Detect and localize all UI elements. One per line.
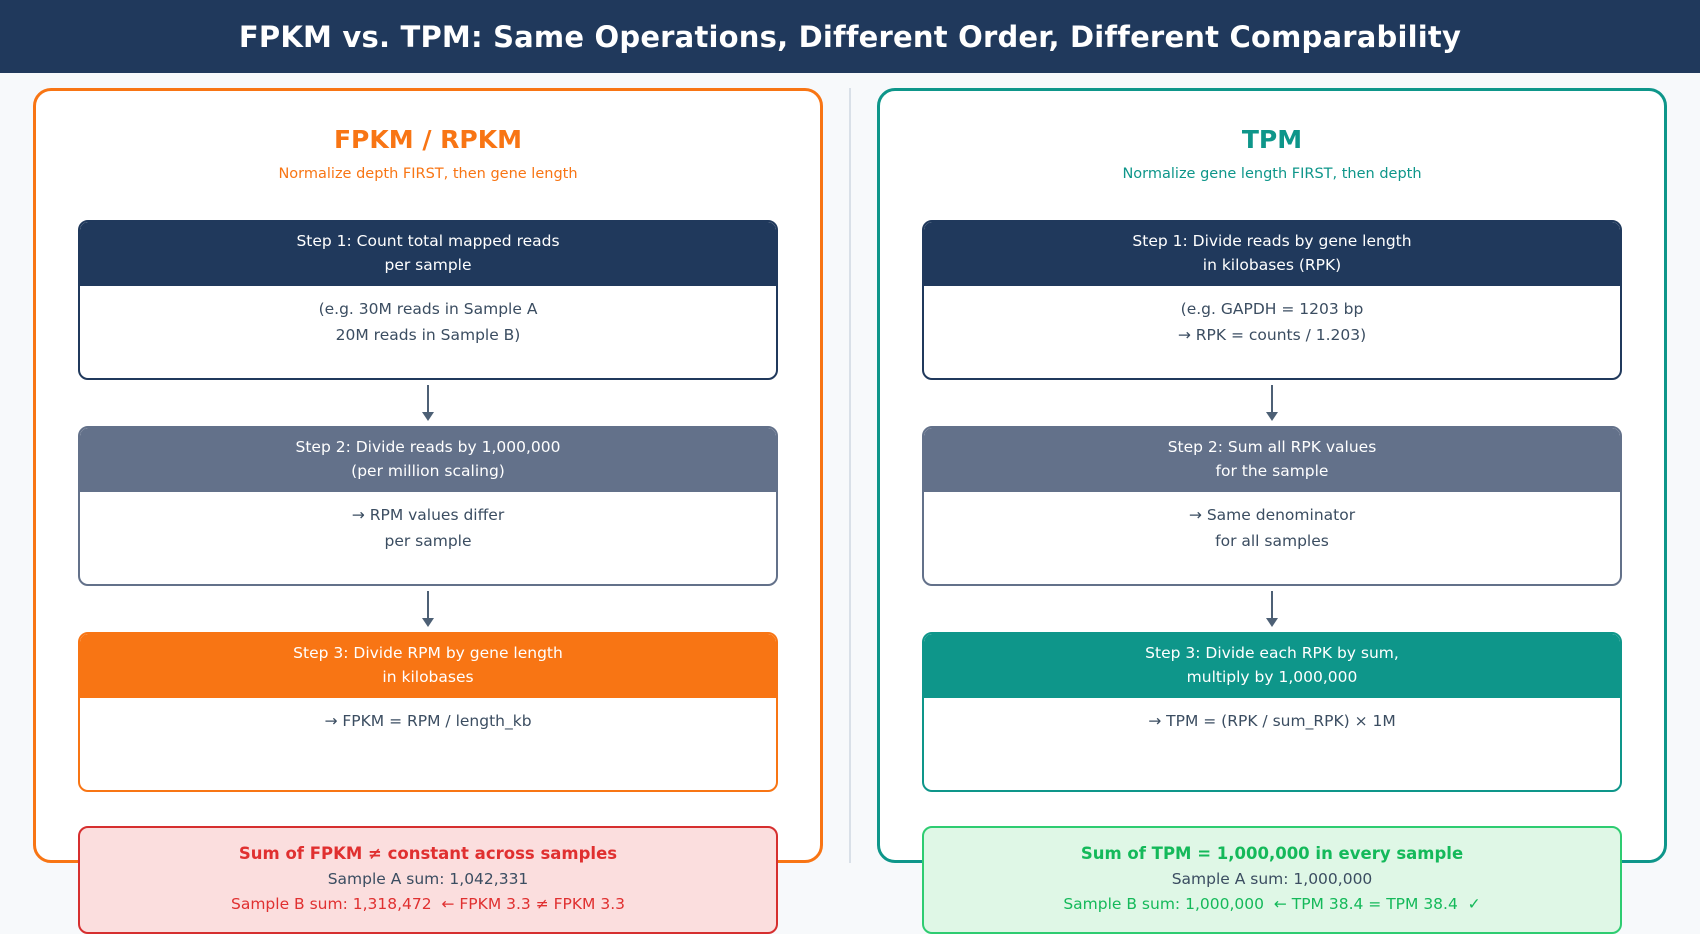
tpm-step1-body-line2: → RPK = counts / 1.203) (1177, 326, 1367, 344)
panel-tpm-flow: Step 1: Divide reads by gene length in k… (922, 220, 1622, 934)
panel-fpkm-title: FPKM / RPKM (333, 125, 522, 154)
fpkm-step1-body-line1: (e.g. 30M reads in Sample A (318, 300, 538, 318)
fpkm-step2-body-line1: → RPM values differ (351, 506, 505, 524)
fpkm-result-box: Sum of FPKM ≠ constant across samples Sa… (78, 826, 778, 934)
tpm-step1-body-line1: (e.g. GAPDH = 1203 bp (1180, 300, 1364, 318)
fpkm-step3-header-line2: in kilobases (382, 668, 474, 686)
title-bar: FPKM vs. TPM: Same Operations, Different… (0, 0, 1700, 73)
page-title: FPKM vs. TPM: Same Operations, Different… (238, 19, 1462, 54)
fpkm-result-line2: Sample B sum: 1,318,472 ← FPKM 3.3 ≠ FPK… (230, 895, 625, 913)
tpm-step1-body: (e.g. GAPDH = 1203 bp → RPK = counts / 1… (924, 286, 1620, 378)
fpkm-step1-header-line1: Step 1: Count total mapped reads (296, 232, 560, 250)
tpm-step1-header-line1: Step 1: Divide reads by gene length (1132, 232, 1412, 250)
panel-tpm-title: TPM (1241, 125, 1303, 154)
fpkm-step3-body-line1: → FPKM = RPM / length_kb (324, 712, 532, 730)
tpm-step3-body: → TPM = (RPK / sum_RPK) × 1M (924, 698, 1620, 790)
tpm-result-title: Sum of TPM = 1,000,000 in every sample (1080, 844, 1464, 863)
fpkm-step2-header: Step 2: Divide reads by 1,000,000 (per m… (80, 428, 776, 492)
fpkm-step1-body: (e.g. 30M reads in Sample A 20M reads in… (80, 286, 776, 378)
fpkm-step2-body-line2: per sample (384, 532, 472, 550)
arrow-down-icon (78, 586, 778, 632)
arrow-down-icon (922, 586, 1622, 632)
tpm-step3-header-line2: multiply by 1,000,000 (1186, 668, 1358, 686)
tpm-step2-body: → Same denominator for all samples (924, 492, 1620, 584)
fpkm-step3-header: Step 3: Divide RPM by gene length in kil… (80, 634, 776, 698)
arrow-down-icon (922, 380, 1622, 426)
tpm-step2-header-line1: Step 2: Sum all RPK values (1167, 438, 1377, 456)
tpm-step1-header: Step 1: Divide reads by gene length in k… (924, 222, 1620, 286)
tpm-step2-card: Step 2: Sum all RPK values for the sampl… (922, 426, 1622, 586)
tpm-step2-body-line1: → Same denominator (1188, 506, 1356, 524)
panel-tpm-subtitle: Normalize gene length FIRST, then depth (1122, 166, 1422, 182)
tpm-result-box: Sum of TPM = 1,000,000 in every sample S… (922, 826, 1622, 934)
fpkm-step2-card: Step 2: Divide reads by 1,000,000 (per m… (78, 426, 778, 586)
tpm-step3-card: Step 3: Divide each RPK by sum, multiply… (922, 632, 1622, 792)
panel-fpkm: FPKM / RPKM Normalize depth FIRST, then … (33, 88, 823, 934)
fpkm-step1-card: Step 1: Count total mapped reads per sam… (78, 220, 778, 380)
arrow-down-icon (78, 380, 778, 426)
tpm-step1-card: Step 1: Divide reads by gene length in k… (922, 220, 1622, 380)
fpkm-step1-header-line2: per sample (384, 256, 472, 274)
panel-fpkm-flow: Step 1: Count total mapped reads per sam… (78, 220, 778, 934)
tpm-step2-header: Step 2: Sum all RPK values for the sampl… (924, 428, 1620, 492)
content-area: FPKM / RPKM Normalize depth FIRST, then … (0, 73, 1700, 934)
tpm-step1-header-line2: in kilobases (RPK) (1202, 256, 1342, 274)
fpkm-step2-header-line2: (per million scaling) (351, 462, 505, 480)
tpm-step3-body-line1: → TPM = (RPK / sum_RPK) × 1M (1148, 712, 1396, 730)
tpm-step2-header-line2: for the sample (1215, 462, 1329, 480)
tpm-step3-header: Step 3: Divide each RPK by sum, multiply… (924, 634, 1620, 698)
fpkm-step3-body: → FPKM = RPM / length_kb (80, 698, 776, 790)
tpm-step2-body-line2: for all samples (1215, 532, 1329, 550)
tpm-result-line1: Sample A sum: 1,000,000 (1171, 870, 1373, 888)
fpkm-step1-header: Step 1: Count total mapped reads per sam… (80, 222, 776, 286)
fpkm-result-title: Sum of FPKM ≠ constant across samples (238, 844, 618, 863)
panel-tpm: TPM Normalize gene length FIRST, then de… (877, 88, 1667, 934)
fpkm-step2-header-line1: Step 2: Divide reads by 1,000,000 (295, 438, 561, 456)
fpkm-step3-card: Step 3: Divide RPM by gene length in kil… (78, 632, 778, 792)
panel-fpkm-subtitle: Normalize depth FIRST, then gene length (278, 166, 578, 182)
fpkm-step1-body-line2: 20M reads in Sample B) (335, 326, 521, 344)
fpkm-result-line1: Sample A sum: 1,042,331 (327, 870, 529, 888)
fpkm-step2-body: → RPM values differ per sample (80, 492, 776, 584)
tpm-result-line2: Sample B sum: 1,000,000 ← TPM 38.4 = TPM… (1063, 895, 1481, 913)
panel-divider (849, 88, 851, 863)
fpkm-step3-header-line1: Step 3: Divide RPM by gene length (293, 644, 563, 662)
tpm-step3-header-line1: Step 3: Divide each RPK by sum, (1145, 644, 1399, 662)
